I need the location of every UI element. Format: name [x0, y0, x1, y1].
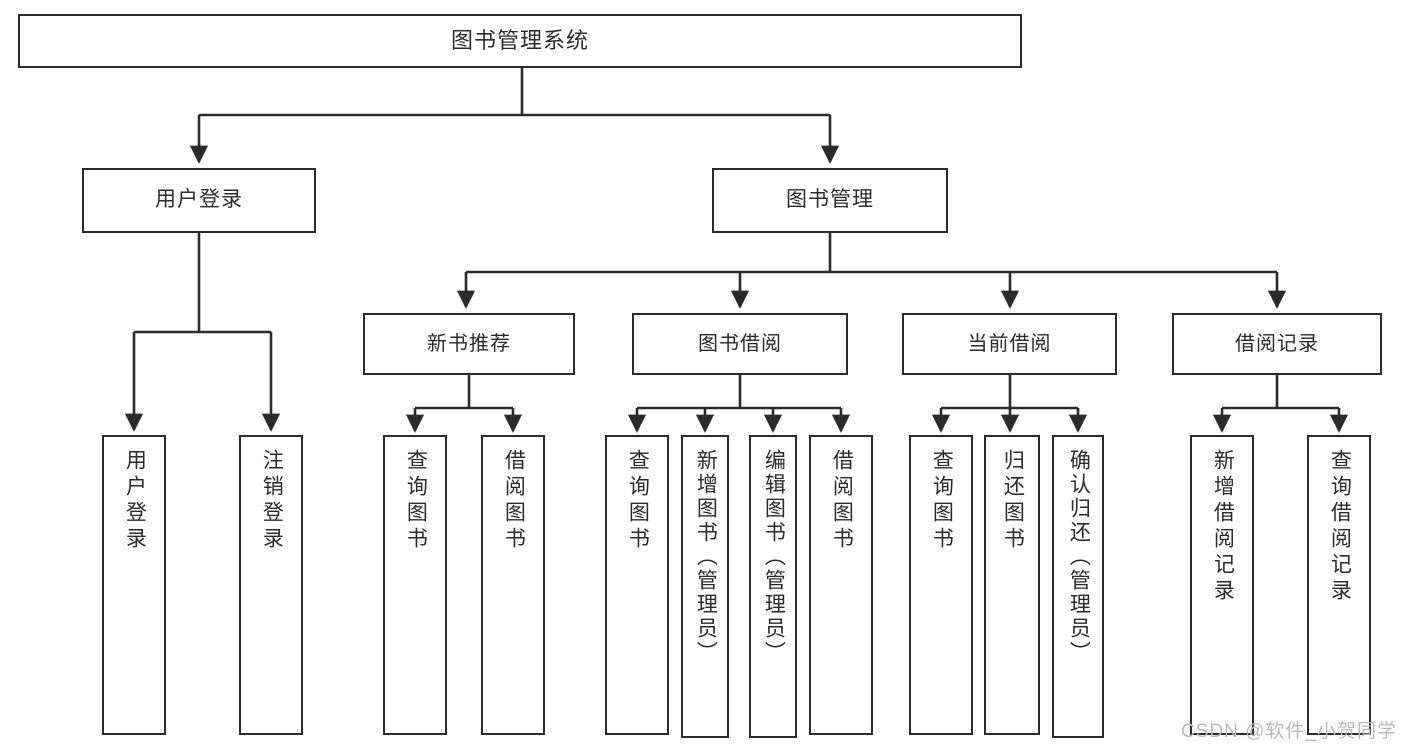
node-label: 确认归还（管理员） [1067, 449, 1091, 665]
leaf-borrow-books-recommend[interactable]: 借阅图书 [481, 435, 545, 735]
node-label: 借阅图书 [502, 449, 526, 553]
node-label: 图书管理系统 [450, 28, 589, 54]
node-label: 用户登录 [155, 188, 243, 212]
leaf-user-login[interactable]: 用户登录 [102, 435, 166, 735]
leaf-query-books-recommend[interactable]: 查询图书 [383, 435, 447, 735]
node-label: 新书推荐 [427, 332, 511, 355]
node-book-borrow[interactable]: 图书借阅 [632, 313, 848, 375]
node-label: 图书管理 [786, 188, 874, 212]
leaf-add-book-admin[interactable]: 新增图书（管理员） [681, 435, 729, 738]
leaf-return-books[interactable]: 归还图书 [984, 435, 1040, 735]
leaf-edit-book-admin[interactable]: 编辑图书（管理员） [749, 435, 797, 738]
node-label: 查询图书 [626, 449, 650, 553]
node-label: 图书借阅 [698, 332, 782, 355]
node-label: 归还图书 [1001, 449, 1025, 553]
node-book-management-system[interactable]: 图书管理系统 [18, 14, 1022, 68]
leaf-query-borrow-record[interactable]: 查询借阅记录 [1307, 435, 1371, 735]
node-user-login[interactable]: 用户登录 [82, 168, 316, 233]
node-label: 查询图书 [930, 449, 954, 553]
node-current-borrow[interactable]: 当前借阅 [902, 313, 1117, 375]
node-label: 用户登录 [123, 449, 147, 553]
node-book-management[interactable]: 图书管理 [712, 168, 948, 233]
node-label: 查询借阅记录 [1328, 449, 1352, 605]
node-label: 查询图书 [404, 449, 428, 553]
node-label: 借阅记录 [1235, 332, 1319, 355]
node-label: 注销登录 [260, 449, 284, 553]
leaf-add-borrow-record[interactable]: 新增借阅记录 [1190, 435, 1254, 735]
node-label: 新增借阅记录 [1211, 449, 1235, 605]
node-label: 编辑图书（管理员） [762, 449, 786, 665]
node-label: 借阅图书 [830, 449, 854, 553]
leaf-query-books-current[interactable]: 查询图书 [909, 435, 973, 735]
leaf-logout[interactable]: 注销登录 [239, 435, 303, 735]
leaf-query-books-borrow[interactable]: 查询图书 [605, 435, 669, 735]
leaf-confirm-return-admin[interactable]: 确认归还（管理员） [1052, 435, 1104, 738]
node-new-book-recommend[interactable]: 新书推荐 [363, 313, 575, 375]
csdn-watermark: CSDN @软件_小贺同学 [1181, 721, 1397, 742]
leaf-borrow-books[interactable]: 借阅图书 [809, 435, 873, 735]
node-borrow-record[interactable]: 借阅记录 [1172, 313, 1382, 375]
node-label: 新增图书（管理员） [694, 449, 718, 665]
node-label: 当前借阅 [967, 332, 1052, 355]
